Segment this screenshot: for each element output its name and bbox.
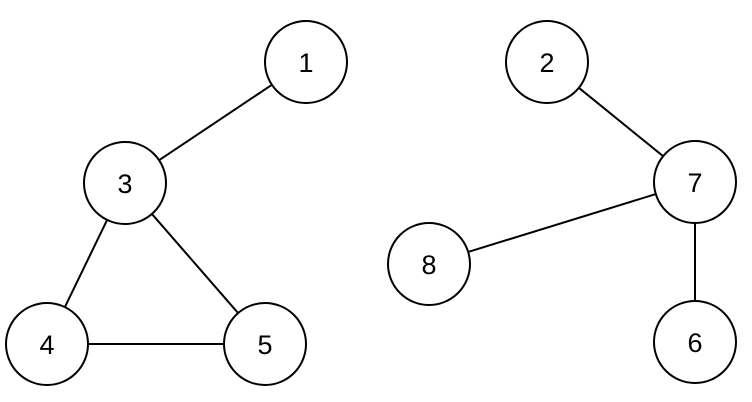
graph-node-circle-6[interactable] bbox=[653, 300, 737, 384]
graph-node-circle-1[interactable] bbox=[264, 20, 348, 104]
graph-edge-8-7 bbox=[467, 193, 657, 253]
graph-node-circle-5[interactable] bbox=[223, 302, 307, 386]
graph-node-label-3: 3 bbox=[117, 169, 132, 199]
graph-node-7[interactable]: 7 bbox=[653, 140, 737, 224]
graph-node-circle-7[interactable] bbox=[653, 140, 737, 224]
graph-node-label-4: 4 bbox=[39, 330, 54, 360]
graph-node-label-5: 5 bbox=[257, 330, 272, 360]
graph-node-circle-3[interactable] bbox=[83, 141, 167, 225]
graph-node-5[interactable]: 5 bbox=[223, 302, 307, 386]
graph-node-8[interactable]: 8 bbox=[387, 222, 471, 306]
graph-node-label-7: 7 bbox=[687, 168, 702, 198]
graph-node-6[interactable]: 6 bbox=[653, 300, 737, 384]
graph-node-label-8: 8 bbox=[421, 250, 436, 280]
graph-node-label-2: 2 bbox=[539, 48, 554, 78]
graph-node-3[interactable]: 3 bbox=[83, 141, 167, 225]
node-layer: 1 3 4 5 2 7 8 6 bbox=[5, 20, 737, 386]
graph-node-circle-4[interactable] bbox=[5, 302, 89, 386]
graph-node-label-1: 1 bbox=[298, 48, 313, 78]
graph-node-4[interactable]: 4 bbox=[5, 302, 89, 386]
graph-node-1[interactable]: 1 bbox=[264, 20, 348, 104]
graph-node-circle-8[interactable] bbox=[387, 222, 471, 306]
graph-edge-2-7 bbox=[578, 87, 664, 157]
graph-node-label-6: 6 bbox=[687, 328, 702, 358]
graph-node-circle-2[interactable] bbox=[505, 20, 589, 104]
graph-node-2[interactable]: 2 bbox=[505, 20, 589, 104]
edge-layer bbox=[63, 83, 696, 345]
graph-edge-3-4 bbox=[63, 219, 109, 308]
graph-edge-3-5 bbox=[151, 213, 239, 314]
graph-edge-3-1 bbox=[158, 83, 273, 162]
